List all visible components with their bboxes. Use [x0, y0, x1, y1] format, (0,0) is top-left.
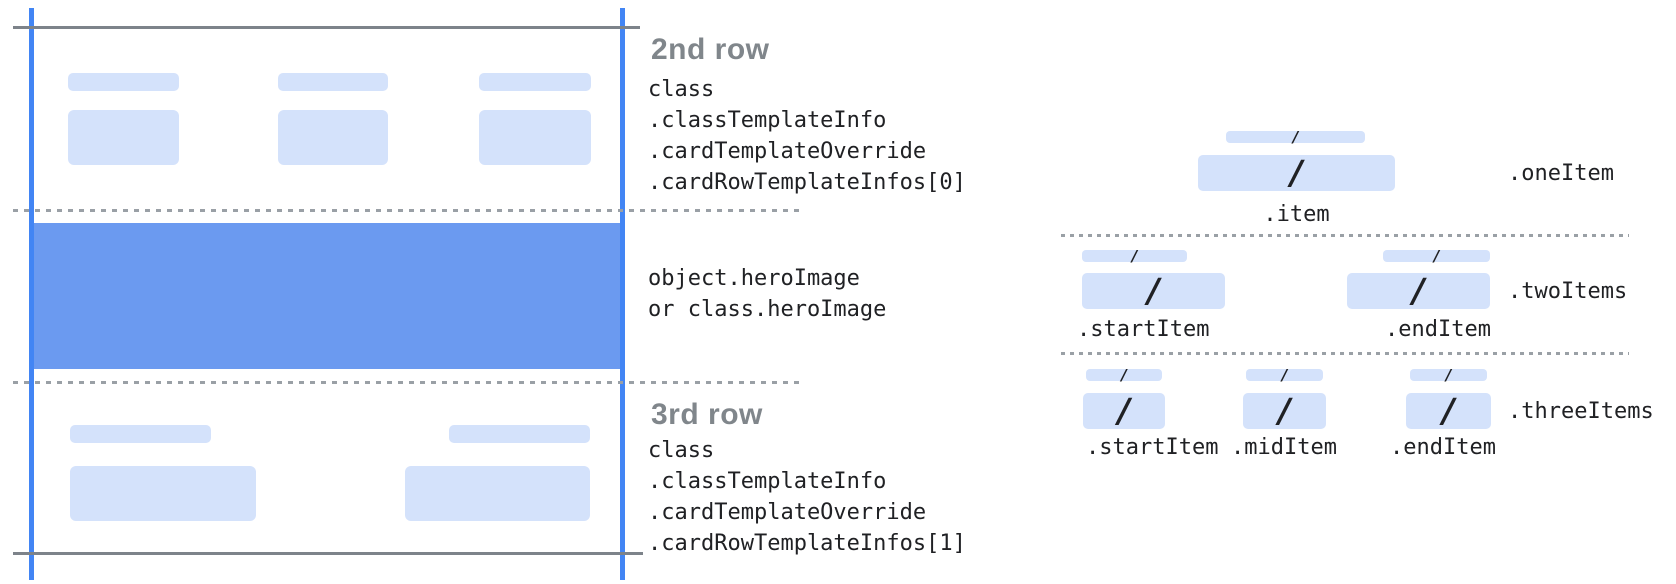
- item-label: .midItem: [1231, 435, 1337, 460]
- item-label-bar: /: [1226, 128, 1365, 146]
- slash-icon: /: [1442, 391, 1455, 430]
- slash-icon: /: [1292, 128, 1299, 146]
- hero-image-band: [34, 223, 620, 369]
- item-value-bar: /: [1347, 273, 1490, 309]
- field-value-box: [479, 110, 591, 165]
- item-label: .endItem: [1390, 435, 1496, 460]
- field-value-box: [405, 466, 590, 521]
- slash-icon: /: [1131, 247, 1138, 265]
- code-line: class: [648, 438, 715, 463]
- field-value-box: [278, 110, 388, 165]
- slash-icon: /: [1290, 153, 1303, 192]
- hero-code-block: object.heroImage or class.heroImage: [648, 263, 886, 325]
- item-value-bar: /: [1198, 155, 1395, 191]
- slash-icon: /: [1117, 391, 1131, 430]
- card-right-guide-line: [620, 8, 625, 580]
- slash-icon: /: [1433, 247, 1440, 265]
- item-label-bar: /: [1082, 247, 1187, 265]
- slash-icon: /: [1412, 271, 1425, 310]
- code-line: .cardTemplateOverride: [648, 500, 927, 525]
- group-label-two-items: .twoItems: [1508, 279, 1628, 304]
- field-label-bar: [70, 425, 211, 443]
- item-value-bar: /: [1243, 393, 1326, 429]
- slash-icon: /: [1147, 271, 1160, 310]
- card-bottom-line: [13, 552, 643, 555]
- code-line: .cardRowTemplateInfos[1]: [648, 531, 966, 556]
- group-separator-dotted-line: [1061, 234, 1629, 237]
- card-top-line: [13, 26, 640, 29]
- item-value-bar: /: [1406, 393, 1491, 429]
- code-line: .cardTemplateOverride: [648, 139, 927, 164]
- slash-icon: /: [1445, 366, 1452, 384]
- group-label-three-items: .threeItems: [1508, 399, 1654, 424]
- card-left-guide-line: [29, 8, 34, 580]
- row3-heading: 3rd row: [651, 398, 763, 431]
- code-line: .cardRowTemplateInfos[0]: [648, 170, 966, 195]
- code-line: .classTemplateInfo: [648, 108, 887, 133]
- item-label: .endItem: [1385, 317, 1491, 342]
- group-separator-dotted-line: [1061, 352, 1629, 355]
- item-label-bar: /: [1086, 366, 1162, 384]
- item-label: .startItem: [1077, 317, 1210, 342]
- group-label-one-item: .oneItem: [1508, 161, 1614, 186]
- slash-icon: /: [1278, 391, 1291, 430]
- item-label-bar: /: [1383, 247, 1490, 265]
- row3-code-block: class .classTemplateInfo .cardTemplateOv…: [648, 435, 966, 559]
- row2-separator-dashed-line: [13, 209, 800, 212]
- item-value-bar: /: [1082, 273, 1225, 309]
- code-line: .classTemplateInfo: [648, 469, 887, 494]
- code-line: object.heroImage: [648, 266, 860, 291]
- field-label-bar: [278, 73, 388, 91]
- field-label-bar: [449, 425, 590, 443]
- item-label-bar: /: [1410, 366, 1487, 384]
- field-label-bar: [479, 73, 591, 91]
- field-label-bar: [68, 73, 179, 91]
- code-line: or class.heroImage: [648, 297, 887, 322]
- row2-code-block: class .classTemplateInfo .cardTemplateOv…: [648, 74, 966, 198]
- field-value-box: [68, 110, 179, 165]
- row2-heading: 2nd row: [651, 33, 770, 66]
- code-line: class: [648, 77, 715, 102]
- item-label: .startItem: [1086, 435, 1219, 460]
- item-value-bar: /: [1083, 393, 1165, 429]
- slash-icon: /: [1121, 366, 1127, 384]
- item-label: .item: [1263, 202, 1330, 227]
- item-label-bar: /: [1246, 366, 1323, 384]
- row3-separator-dashed-line: [13, 381, 800, 384]
- field-value-box: [70, 466, 256, 521]
- slash-icon: /: [1281, 366, 1288, 384]
